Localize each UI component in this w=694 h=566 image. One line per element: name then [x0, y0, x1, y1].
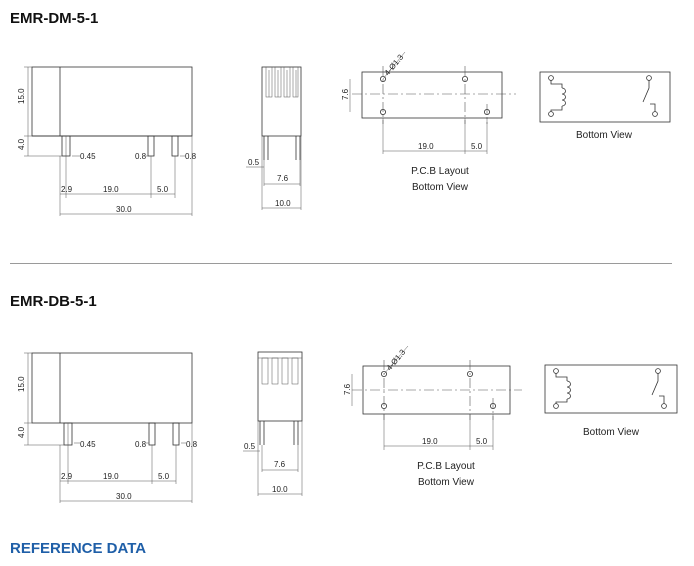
section-title: EMR-DB-5-1	[10, 293, 97, 310]
pcb-hole	[379, 76, 386, 83]
pcb-spacing-1: 19.0	[418, 142, 434, 151]
pcb-hole	[379, 109, 386, 116]
side-pin-spacing: 7.6	[277, 174, 289, 183]
side-body	[261, 66, 302, 137]
side-pin-dim: 0.5	[248, 158, 260, 167]
side-pin-dim: 0.5	[244, 442, 256, 451]
front-view: 15.0 4.0 0.45 0.8 0.8 2.9 19.0 5.0 30.0	[17, 66, 197, 216]
pcb-outline	[361, 71, 503, 119]
pcb-caption-2: Bottom View	[418, 477, 475, 488]
row-spacing-dim: 7.6	[341, 88, 350, 100]
pcb-spacing-2: 5.0	[471, 142, 483, 151]
schematic-outline	[544, 364, 678, 414]
side-body	[257, 351, 303, 422]
pcb-caption-1: P.C.B Layout	[411, 166, 469, 177]
relay-body	[31, 66, 193, 137]
pcb-hole	[483, 109, 490, 116]
contact-symbol	[651, 373, 659, 396]
drawing-emr-db: 15.0 4.0 0.45 0.8 0.8 2.9 19.0 5.0 30.0 …	[17, 345, 678, 503]
reference-data-heading: REFERENCE DATA	[10, 540, 147, 557]
pin-width-1: 0.45	[80, 440, 96, 449]
pin-width-3: 0.8	[185, 152, 197, 161]
schematic-outline	[539, 71, 671, 123]
pcb-hole	[380, 370, 387, 377]
pcb-hole	[461, 76, 468, 83]
schematic: Bottom View	[544, 364, 678, 438]
hole-label: 4-Ø1.3	[385, 347, 408, 372]
contact-symbol	[642, 80, 650, 103]
pcb-caption-1: P.C.B Layout	[417, 461, 475, 472]
coil-symbol	[561, 87, 566, 107]
row-spacing-dim: 7.6	[343, 383, 352, 395]
side-view: 0.5 7.6 10.0	[246, 66, 302, 210]
pin-width-2: 0.8	[135, 440, 147, 449]
relay-body	[31, 352, 193, 424]
schematic-caption: Bottom View	[576, 130, 633, 141]
section-title: EMR-DM-5-1	[10, 10, 99, 27]
schematic: Bottom View	[539, 71, 671, 141]
total-length-dim: 30.0	[116, 205, 132, 214]
total-length-dim: 30.0	[116, 492, 132, 501]
front-view: 15.0 4.0 0.45 0.8 0.8 2.9 19.0 5.0 30.0	[17, 352, 198, 503]
side-width-dim: 10.0	[272, 485, 288, 494]
section-divider	[10, 263, 672, 264]
pin-width-1: 0.45	[80, 152, 96, 161]
spacing-2-dim: 5.0	[157, 185, 169, 194]
pcb-layout: 4-Ø1.3 7.6 19.0 5.0 P.C.B Layout Bottom …	[341, 51, 516, 193]
spacing-1-dim: 19.0	[103, 472, 119, 481]
pcb-caption-2: Bottom View	[412, 182, 469, 193]
pin-height-dim: 4.0	[17, 138, 26, 150]
side-width-dim: 10.0	[275, 199, 291, 208]
pcb-hole	[380, 402, 387, 409]
spacing-2-dim: 5.0	[158, 472, 170, 481]
pcb-hole	[489, 402, 496, 409]
offset-dim: 2.9	[61, 472, 73, 481]
side-pin-spacing: 7.6	[274, 460, 286, 469]
side-view: 0.5 7.6 10.0	[243, 351, 303, 496]
height-dim: 15.0	[17, 88, 26, 104]
drawing-emr-dm: 15.0 4.0 0.45 0.8 0.8 2.9 19.0 5.0 30.0	[17, 51, 671, 216]
pcb-spacing-2: 5.0	[476, 437, 488, 446]
schematic-caption: Bottom View	[583, 427, 640, 438]
offset-dim: 2.9	[61, 185, 73, 194]
hole-label: 4-Ø1.3	[383, 52, 406, 77]
pin-width-2: 0.8	[135, 152, 147, 161]
pcb-spacing-1: 19.0	[422, 437, 438, 446]
height-dim: 15.0	[17, 376, 26, 392]
coil-symbol	[566, 380, 571, 400]
pcb-layout: 4-Ø1.3 7.6 19.0 5.0 P.C.B Layout Bottom …	[343, 345, 522, 488]
spacing-1-dim: 19.0	[103, 185, 119, 194]
pin-height-dim: 4.0	[17, 426, 26, 438]
pcb-hole	[466, 370, 473, 377]
